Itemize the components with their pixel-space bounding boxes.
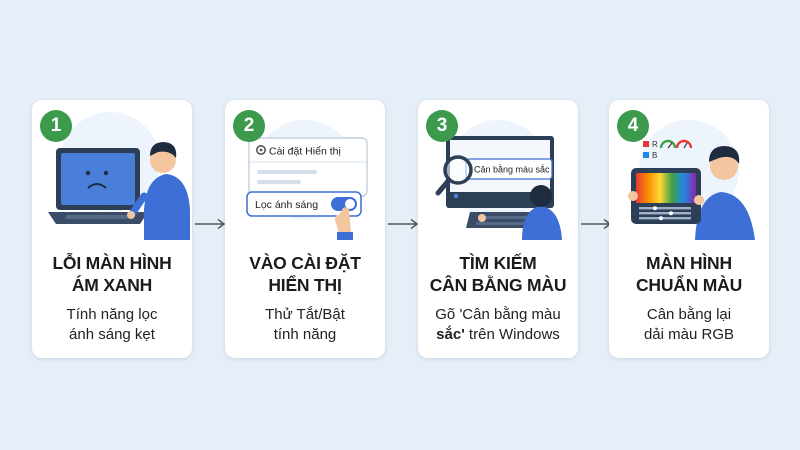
step-number-badge: 1 [40, 110, 72, 142]
step-title: VÀO CÀI ĐẶT HIỂN THỊ [249, 253, 361, 295]
step-card-1: 1 LỖI MÀN HÌNH ÁM XANH Tính năng lọc ánh… [32, 100, 192, 358]
step-card-4: R B 4 MÀN HÌNH CHUẨN MÀU Cân bằng lại dả… [609, 100, 769, 358]
step-title: TÌM KIẾM CÂN BẰNG MÀU [429, 253, 567, 295]
step-number-badge: 4 [617, 110, 649, 142]
step-card-2: Cài đặt Hiển thị Lọc ánh sáng 2 VÀO CÀI … [225, 100, 385, 358]
display-settings-illustration: Cài đặt Hiển thị Lọc ánh sáng [246, 120, 368, 240]
step-description: Cân bằng lại dải màu RGB [643, 306, 735, 343]
toggle-label: Lọc ánh sáng [255, 199, 318, 211]
gear-icon [255, 144, 266, 155]
gauge-icon [659, 139, 693, 149]
step-title: MÀN HÌNH CHUẨN MÀU [635, 253, 743, 295]
arrow-right-icon [195, 218, 226, 230]
step-description: Thử Tắt/Bật tính năng [265, 306, 345, 343]
search-icon [435, 155, 473, 196]
step-card-3: Cân bằng màu sắc 3 TÌM KIẾM CÂN BẰNG MÀU… [418, 100, 578, 358]
arrow-right-icon [388, 218, 419, 230]
blue-screen-laptop-illustration [48, 112, 190, 240]
calibrated-monitor-illustration: R B [628, 120, 755, 240]
step-title: LỖI MÀN HÌNH ÁM XANH [52, 253, 172, 295]
step-number-badge: 3 [426, 110, 458, 142]
step-description: Tính năng lọc ánh sáng kẹt [66, 306, 158, 343]
search-box-text: Cân bằng màu sắc [474, 165, 550, 175]
search-color-balance-illustration: Cân bằng màu sắc [435, 120, 562, 240]
legend-b: B [652, 151, 657, 160]
toggle-switch [331, 197, 357, 211]
legend-r: R [652, 140, 658, 149]
step-number-badge: 2 [233, 110, 265, 142]
panel-title: Cài đặt Hiển thị [269, 146, 341, 158]
step-description: Gõ 'Cân bằng màu sắc' trên Windows [435, 306, 561, 343]
